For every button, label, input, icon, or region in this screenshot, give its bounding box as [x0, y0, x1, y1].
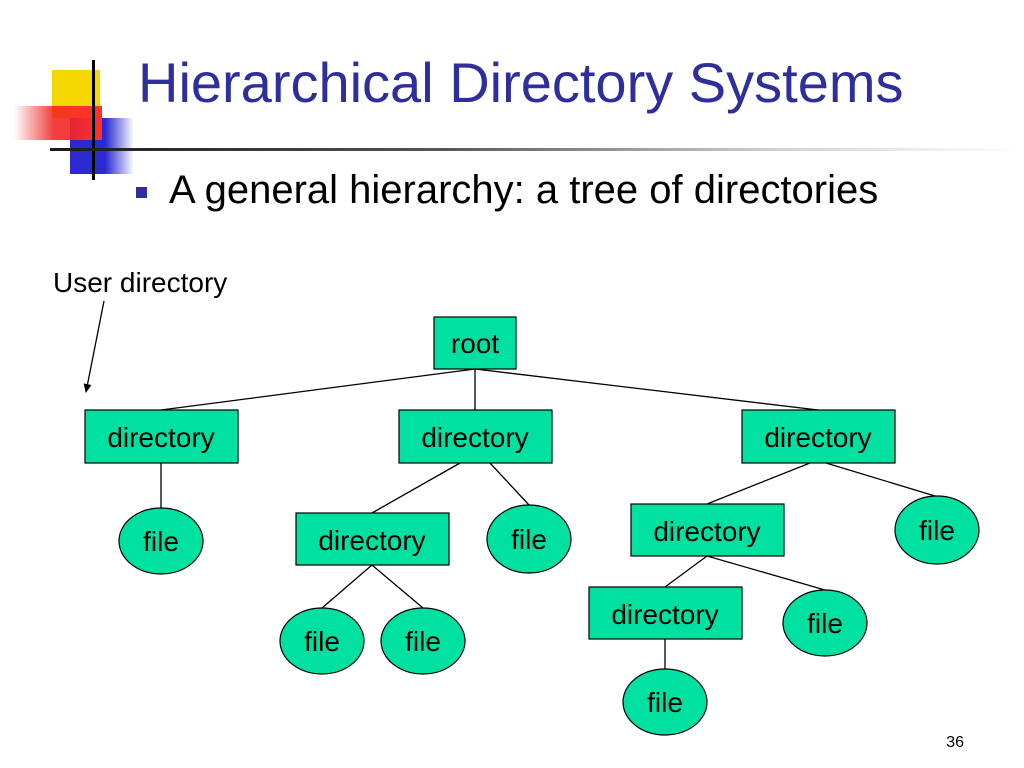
directory-node-label: directory: [653, 516, 760, 547]
edge-root-dir-c: [474, 368, 819, 411]
file-node-label: file: [405, 626, 441, 657]
tree-node-file: file: [380, 607, 466, 675]
file-node-label: file: [919, 515, 955, 546]
tree-node-root: root: [433, 316, 517, 370]
directory-node-label: directory: [107, 422, 214, 453]
tree-node-file: file: [894, 495, 980, 565]
bullet-text: A general hierarchy: a tree of directori…: [169, 168, 879, 212]
tree-node-directory: directory: [741, 409, 896, 464]
edge-dir-c-dir-c1: [706, 462, 811, 505]
slide-title: Hierarchical Directory Systems: [138, 51, 904, 114]
edge-dir-c-file: [825, 462, 936, 497]
edge-dir-c1-file: [706, 555, 826, 591]
file-node-label: file: [807, 608, 843, 639]
file-node-label: file: [304, 626, 340, 657]
page-number: 36: [946, 734, 964, 751]
tree-node-directory: directory: [295, 512, 450, 566]
tree-node-file: file: [782, 589, 868, 657]
root-node-label: root: [451, 328, 499, 359]
edge-root-dir-a: [160, 368, 476, 411]
slide-logo: [0, 0, 150, 190]
user-directory-label: User directory: [53, 267, 228, 298]
edge-dir-b1-file-right: [371, 564, 424, 609]
user-directory-arrow: [83, 300, 105, 393]
tree-node-file: file: [118, 507, 204, 575]
tree-node-directory: directory: [588, 586, 743, 640]
tree-node-file: file: [279, 607, 365, 675]
file-node-label: file: [647, 687, 683, 718]
tree-node-directory: directory: [84, 409, 239, 464]
edge-dir-b-dir-b1: [371, 462, 461, 514]
tree-node-directory: directory: [630, 503, 785, 557]
file-node-label: file: [511, 524, 547, 555]
tree-node-file: file: [622, 668, 708, 736]
directory-node-label: directory: [764, 422, 871, 453]
directory-node-label: directory: [318, 525, 425, 556]
directory-node-label: directory: [611, 599, 718, 630]
directory-node-label: directory: [421, 422, 528, 453]
tree-node-directory: directory: [398, 409, 553, 464]
tree-node-file: file: [486, 504, 572, 574]
edge-dir-b-file: [489, 462, 530, 506]
edge-dir-c1-dir-c1a: [664, 555, 708, 588]
bullet-square-icon: [136, 187, 147, 198]
tree-edges: [160, 368, 936, 670]
logo-red-bar: [14, 106, 102, 140]
logo-vertical-line: [92, 60, 95, 180]
bullet-item: A general hierarchy: a tree of directori…: [136, 168, 878, 213]
edge-dir-b1-file-left: [321, 564, 373, 609]
file-node-label: file: [143, 526, 179, 557]
title-underline: [50, 148, 1024, 151]
